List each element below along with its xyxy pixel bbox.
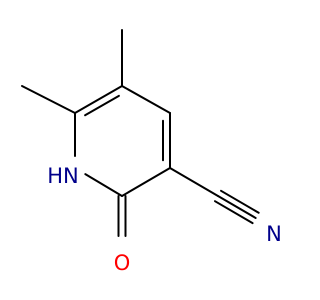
atom-label-n1: HN (47, 164, 79, 188)
bond-C5-C4 (121, 85, 171, 114)
single-bond-line (84, 173, 123, 197)
bond-C3-C2 (121, 167, 171, 197)
atom-labels-layer: HN O N (47, 164, 282, 275)
single-bond-line (121, 85, 171, 114)
single-bond-line (169, 167, 219, 197)
bond-C3-Ccn (169, 167, 219, 197)
triple-bond-side-line-1 (213, 200, 254, 225)
molecule-structure-diagram: HN O N (21, 29, 282, 275)
triple-bond-side-line-2 (220, 189, 260, 214)
bonds-layer (21, 29, 260, 237)
bond-Ccn-Ncn (213, 189, 260, 225)
triple-bond-center-line (217, 195, 257, 219)
bond-C2-O (117, 195, 127, 237)
single-bond-line (21, 85, 76, 114)
atom-label-o: O (114, 251, 131, 275)
bond-C6-Me6 (21, 85, 76, 114)
bond-C2-N1 (84, 173, 123, 197)
bond-C6-C5 (74, 85, 123, 117)
single-bond-line (121, 167, 171, 197)
atom-label-ncn: N (266, 222, 282, 246)
bond-C4-C3 (162, 112, 171, 169)
double-bond-inner-line (84, 94, 120, 117)
double-bond-outer-line (74, 85, 123, 114)
